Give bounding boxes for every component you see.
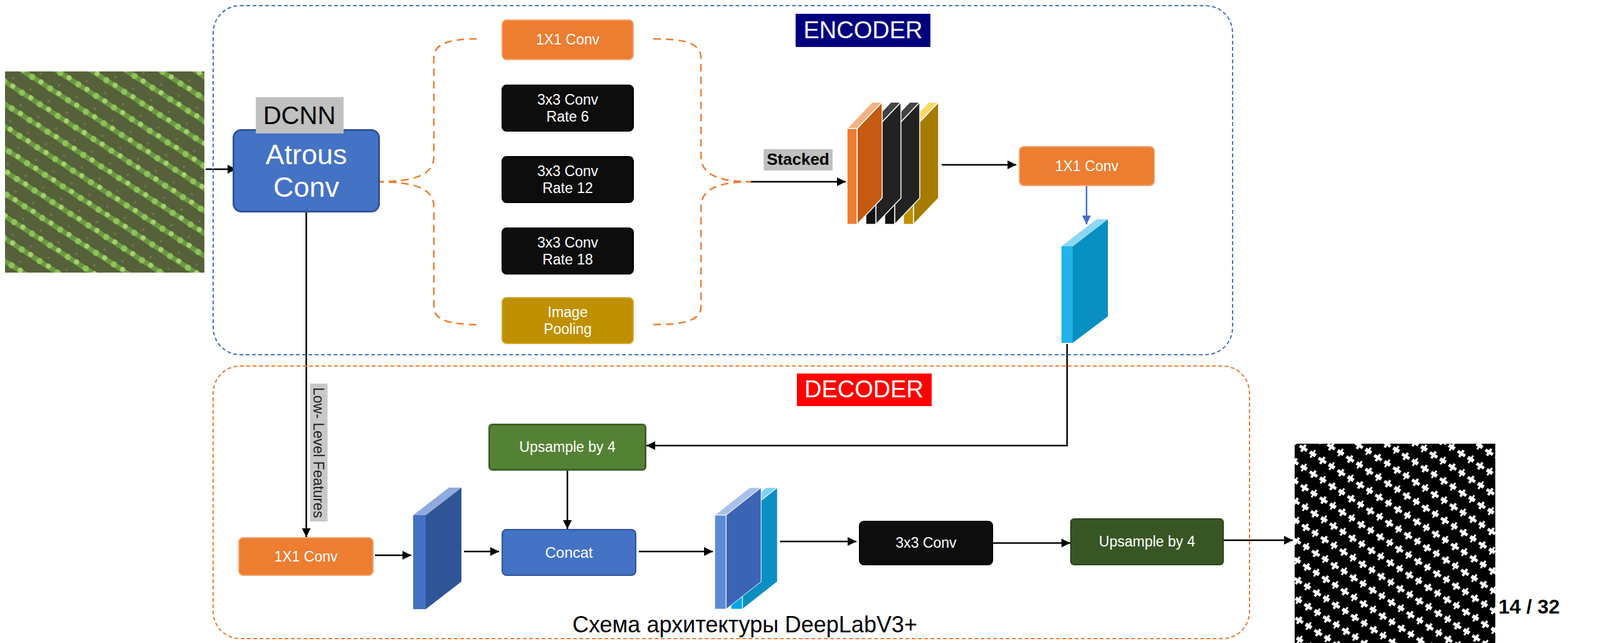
box-label: 3x3 Conv Rate 18 [532, 234, 604, 268]
conv-box: 1X1 Conv [501, 19, 634, 61]
edge-label: Low- Level Features [309, 383, 327, 522]
box-label: 3x3 Conv Rate 6 [532, 91, 604, 125]
stack-to-conv-arrow [941, 164, 1017, 167]
output-mask [1294, 443, 1496, 643]
box-label: Concat [544, 544, 593, 562]
box-label: 1X1 Conv [536, 31, 600, 48]
box-label: 3x3 Conv Rate 12 [532, 163, 604, 197]
encoder-heading: ENCODER [795, 13, 931, 48]
upsample-box: Upsample by 4 [488, 423, 647, 471]
stack-arrow [751, 181, 846, 184]
conv-box: 3x3 Conv [858, 521, 994, 566]
flow-arrow [566, 470, 569, 530]
box-label: 3x3 Conv [895, 534, 957, 552]
box-label: Upsample by 4 [1099, 533, 1195, 550]
flow-arrow [305, 212, 308, 538]
box-label: Image Pooling [532, 304, 604, 338]
left-bracket [376, 181, 480, 325]
slab-to-concat-arrow [463, 551, 500, 553]
input-image [5, 71, 205, 273]
pooling-box: Image Pooling [501, 297, 634, 345]
conv-box: 3x3 Conv Rate 12 [501, 156, 634, 204]
decoder-region: DECODER Upsample by 4 1X1 Conv Concat 3x3 Co… [212, 365, 1251, 640]
conv-box: 3x3 Conv Rate 6 [501, 84, 634, 132]
conv-box: 3x3 Conv Rate 18 [501, 227, 634, 275]
layout-arrows [205, 164, 1293, 556]
slab-to-upsample-line [646, 344, 1068, 446]
conv-to-slab-arrow [374, 554, 412, 557]
figure-caption: Схема архитектуры DeepLabV3+ [567, 611, 923, 638]
right-bracket [653, 38, 752, 182]
box-label: 1X1 Conv [1055, 157, 1119, 175]
concat-map [714, 487, 778, 610]
low-level-map [413, 487, 462, 610]
conv-box: 1X1 Conv [238, 537, 374, 577]
conv-box: 1X1 Conv [1018, 146, 1155, 187]
encoder-output-map [1061, 219, 1108, 343]
dcnn-heading: DCNN [255, 97, 344, 134]
flow-arrow [993, 542, 1071, 545]
branch-bracket [376, 38, 752, 325]
slab-to-conv-arrow [779, 541, 857, 543]
concat-to-slab-arrow [638, 551, 713, 553]
page-number: 14 / 32 [1498, 595, 1560, 619]
output-arrow [1223, 539, 1293, 542]
box-label: Atrous Conv [234, 138, 379, 204]
decoder-heading: DECODER [796, 373, 932, 407]
upsample-box: Upsample by 4 [1070, 518, 1224, 566]
conv-to-slab-arrow [1085, 186, 1088, 225]
box-label: 1X1 Conv [273, 548, 338, 565]
box-label: Upsample by 4 [519, 438, 616, 456]
atrous-conv-box: DCNNAtrous Conv [232, 129, 380, 213]
stacked-label: Stacked [763, 149, 833, 171]
stacked-feature-maps [847, 102, 939, 225]
input-arrow [205, 168, 237, 171]
encoder-region: ENCODERDCNNAtrous Conv1X1 Conv3x3 Conv R… [212, 5, 1234, 356]
concat-box: Concat [501, 529, 637, 577]
right-bracket [653, 181, 752, 325]
left-bracket [376, 38, 480, 182]
